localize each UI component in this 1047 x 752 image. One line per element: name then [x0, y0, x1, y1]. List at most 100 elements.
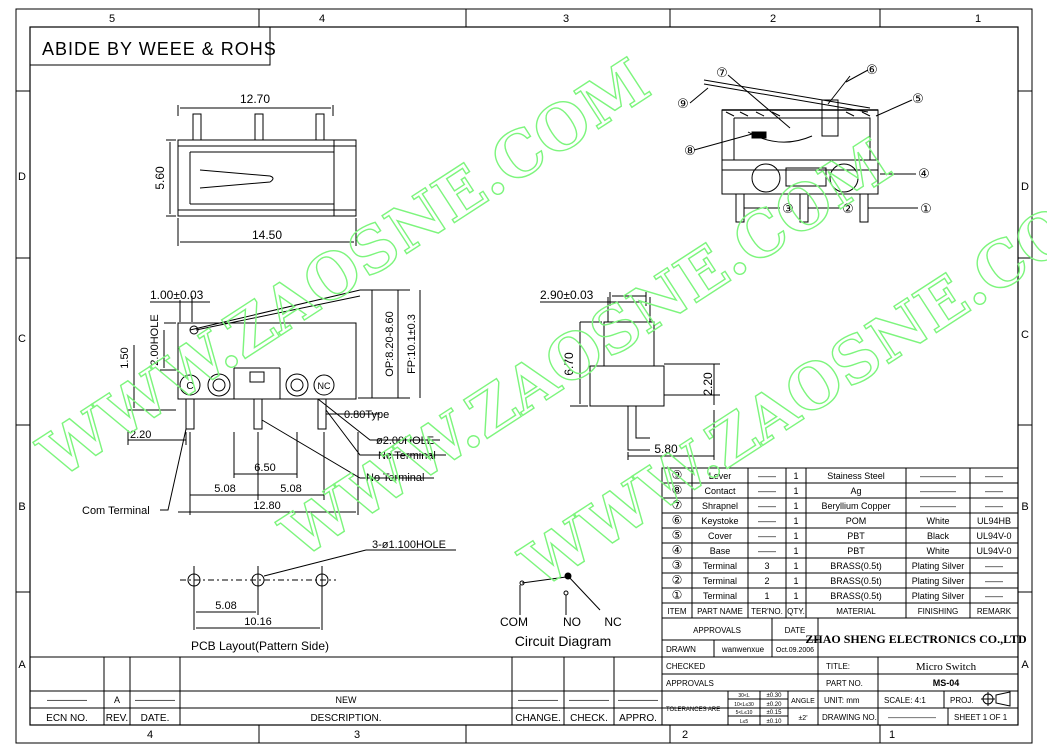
tb-angle-value: ±2'	[798, 715, 807, 722]
grid-bottom-3: 3	[354, 729, 360, 741]
tb-tol-v2: ±0.15	[767, 710, 783, 716]
tb-title-label: TITLE:	[826, 662, 850, 671]
bom-material: PBT	[847, 531, 865, 541]
bom-ter-no: ——	[758, 486, 776, 496]
dim-5-80: 5.80	[654, 442, 678, 456]
type-080: 0.80Type	[344, 409, 389, 421]
rev-rev: REV.	[106, 713, 128, 724]
rev-row-rev: A	[114, 695, 120, 705]
tb-company: ZHAO SHENG ELECTRONICS CO.,LTD	[805, 632, 1027, 646]
bom-qty: 1	[793, 516, 798, 526]
callout-9: ⑨	[677, 96, 689, 111]
bom-part-name: Contact	[704, 486, 736, 496]
rev-appro: APPRO.	[619, 713, 657, 724]
bom-item: ②	[672, 573, 683, 587]
bom-ter-no: 3	[764, 561, 769, 571]
bom-remark: UL94HB	[977, 516, 1011, 526]
bom-item: ⑥	[672, 513, 683, 527]
pcb-layout	[180, 549, 456, 630]
bom-item: ③	[672, 558, 683, 572]
bom-qty: 1	[793, 531, 798, 541]
tb-tol-v1: ±0.20	[767, 702, 783, 708]
pcb-5-08: 5.08	[215, 600, 236, 612]
circuit-diagram	[519, 572, 601, 615]
callout-8: ⑧	[684, 143, 696, 158]
tb-tol-r3: L≤5	[740, 719, 749, 725]
bom-ter-no: ——	[758, 516, 776, 526]
tb-angle: ANGLE	[791, 698, 815, 705]
bom-part-name: Base	[710, 546, 731, 556]
tb-tol-v3: ±0.10	[767, 719, 783, 725]
tb-drawing-no-value: ——————	[888, 713, 936, 722]
tb-title-value: Micro Switch	[916, 661, 977, 673]
callout-7: ⑦	[716, 65, 728, 80]
bom-qty: 1	[793, 471, 798, 481]
callout-5: ⑤	[912, 91, 924, 106]
bom-part-name: Shrapnel	[702, 501, 738, 511]
bom-material: Beryllium Copper	[821, 501, 890, 511]
tb-unit: UNIT: mm	[824, 696, 860, 705]
grid-top-3: 3	[563, 13, 569, 25]
tb-drawn-by: wanwenxue	[721, 645, 765, 654]
bom-ter-no: ——	[758, 531, 776, 541]
no-terminal: No Terminal	[366, 472, 425, 484]
tb-tol-r1: 10<L≤30	[734, 702, 754, 708]
bom-material: Stainess Steel	[827, 471, 885, 481]
bom-remark: ——	[985, 471, 1003, 481]
bom-finishing: White	[926, 516, 949, 526]
bom-qty: 1	[793, 576, 798, 586]
bom-item: ⑦	[672, 498, 683, 512]
dim-12-70: 12.70	[240, 92, 270, 106]
bom-finishing: ————	[920, 471, 956, 481]
tb-tolerances: TOLERANCES ARE	[666, 707, 720, 713]
callout-6: ⑥	[866, 62, 878, 77]
callout-4: ④	[918, 166, 930, 181]
header-note: ABIDE BY WEEE & ROHS	[29, 26, 276, 66]
grid-left-d: D	[18, 171, 26, 183]
bom-part-name: Lever	[709, 471, 732, 481]
bom-qty: 1	[793, 591, 798, 601]
bom-qty: 1	[793, 546, 798, 556]
grid-bottom-2: 2	[682, 729, 688, 741]
tb-drawn: DRAWN	[666, 645, 696, 654]
dim-lever: 1.00±0.03	[150, 288, 204, 302]
bom-material: BRASS(0.5t)	[830, 591, 882, 601]
tb-proj: PROJ.	[950, 696, 974, 705]
bom-header-item: ITEM	[667, 607, 686, 616]
tb-sheet: SHEET 1 OF 1	[954, 713, 1008, 722]
bom-ter-no: 1	[764, 591, 769, 601]
callout-3: ③	[782, 201, 794, 216]
grid-bottom-1: 1	[889, 729, 895, 741]
bom-header-qty: QTY.	[787, 607, 805, 616]
tb-part-value: MS-04	[933, 678, 960, 688]
title-block-text: APPROVALS DATE ZHAO SHENG ELECTRONICS CO…	[666, 626, 1027, 725]
bom-item: ④	[672, 543, 683, 557]
title-block	[661, 617, 1019, 726]
bom-ter-no: 2	[764, 576, 769, 586]
rev-row-desc: NEW	[336, 695, 358, 705]
bom-material: PBT	[847, 546, 865, 556]
pcb-10-16: 10.16	[244, 616, 272, 628]
dim-2-20: 2.20	[130, 429, 151, 441]
com-terminal: Com Terminal	[82, 505, 150, 517]
bom-item: ⑤	[672, 528, 683, 542]
revision-text: ———— A ———— NEW ———— ———— ———— ECN NO. R…	[46, 695, 658, 724]
grid-labels: 5 4 3 2 1 4 3 2 1 D C B A D C B A	[18, 13, 1029, 741]
dim-1-50: 1.50	[119, 347, 131, 368]
dim-6-70: 6.70	[562, 352, 576, 376]
grid-right-a: A	[1021, 659, 1029, 671]
tb-tol-r2: 5<L≤10	[736, 710, 753, 716]
bom-header-part-name: PART NAME	[697, 607, 743, 616]
grid-left-a: A	[18, 659, 26, 671]
bom-part-name: Terminal	[703, 576, 737, 586]
revision-block	[29, 656, 663, 726]
bom-header-remark: REMARK	[977, 607, 1012, 616]
bom-remark: ——	[985, 591, 1003, 601]
bom-remark: ——	[985, 561, 1003, 571]
rev-ecn: ECN NO.	[46, 713, 88, 724]
grid-top-5: 5	[109, 13, 115, 25]
section-view	[689, 69, 918, 223]
bom-remark: UL94V-0	[976, 546, 1011, 556]
grid-right-b: B	[1021, 501, 1028, 513]
